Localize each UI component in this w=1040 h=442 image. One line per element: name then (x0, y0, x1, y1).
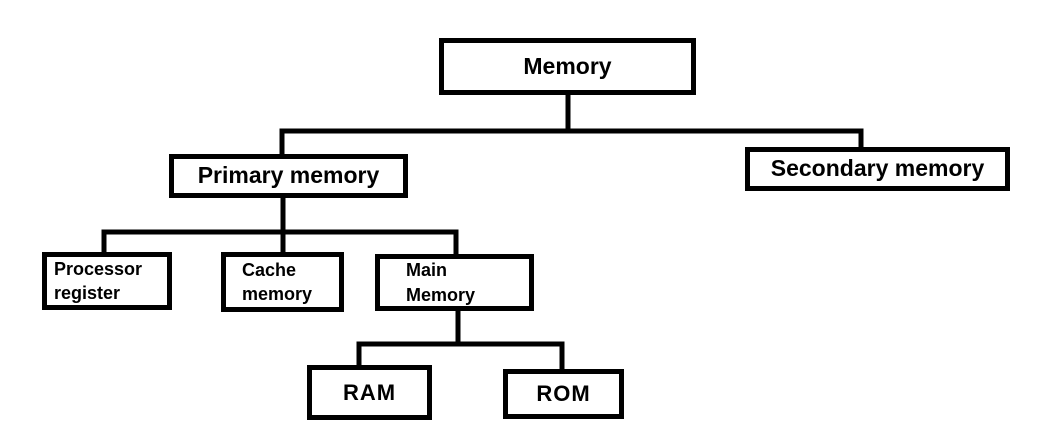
node-cache-memory: Cache memory (221, 252, 344, 312)
node-processor-register: Processor register (42, 252, 172, 310)
node-secondary-memory: Secondary memory (745, 147, 1010, 191)
node-processor-register-label: Processor register (54, 258, 143, 303)
node-memory-label: Memory (523, 52, 612, 79)
node-rom-label: ROM (536, 381, 591, 407)
node-memory: Memory (439, 38, 696, 95)
node-ram-label: RAM (342, 379, 397, 405)
node-main-memory: Main Memory (375, 254, 534, 311)
node-ram: RAM (307, 365, 432, 420)
node-cache-memory-label: Cache memory (242, 259, 313, 304)
node-rom: ROM (503, 369, 624, 419)
node-primary-memory: Primary memory (169, 154, 408, 198)
node-secondary-memory-label: Secondary memory (770, 155, 985, 182)
node-main-memory-label: Main Memory (406, 260, 476, 305)
node-primary-memory-label: Primary memory (197, 162, 380, 189)
